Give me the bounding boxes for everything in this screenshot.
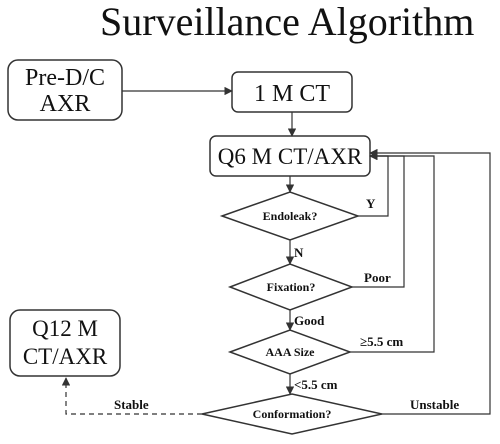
edge-aaa-large-loop — [350, 151, 435, 353]
box-q12m-line1: Q12 M — [32, 316, 98, 341]
decision-endoleak-label: Endoleak? — [263, 209, 318, 223]
box-q6m-label: Q6 M CT/AXR — [218, 144, 363, 169]
box-q12m: Q12 M CT/AXR — [9, 309, 121, 377]
edge-label-stable: Stable — [114, 397, 149, 412]
edge-conformation-unstable-loop — [369, 148, 491, 415]
edge-label-good: Good — [294, 313, 325, 328]
box-q6m: Q6 M CT/AXR — [209, 135, 371, 177]
diagram-title: Surveillance Algorithm — [100, 0, 474, 44]
decision-endoleak: Endoleak? — [219, 191, 361, 241]
decision-fixation-label: Fixation? — [267, 280, 316, 294]
decision-conformation: Conformation? — [201, 393, 383, 435]
edge-label-poor: Poor — [364, 270, 391, 285]
edge-label-y: Y — [366, 196, 376, 211]
connectors — [61, 86, 491, 415]
edge-conformation-stable — [61, 377, 202, 415]
decision-aaa-size-label: AAA Size — [266, 345, 316, 359]
decision-aaa-size: AAA Size — [227, 329, 353, 375]
decision-conformation-label: Conformation? — [253, 407, 332, 421]
decision-fixation: Fixation? — [227, 263, 355, 311]
edge-label-n: N — [294, 245, 304, 260]
box-1m-ct: 1 M CT — [231, 71, 353, 113]
box-predc: Pre-D/C AXR — [7, 59, 123, 121]
box-1m-ct-label: 1 M CT — [254, 81, 330, 107]
box-predc-line1: Pre-D/C — [25, 65, 105, 91]
box-predc-line2: AXR — [40, 91, 91, 117]
edge-label-unstable: Unstable — [410, 397, 459, 412]
box-q12m-line2: CT/AXR — [23, 344, 108, 369]
edge-label-ge55: ≥5.5 cm — [360, 334, 403, 349]
edge-label-lt55: <5.5 cm — [294, 377, 338, 392]
